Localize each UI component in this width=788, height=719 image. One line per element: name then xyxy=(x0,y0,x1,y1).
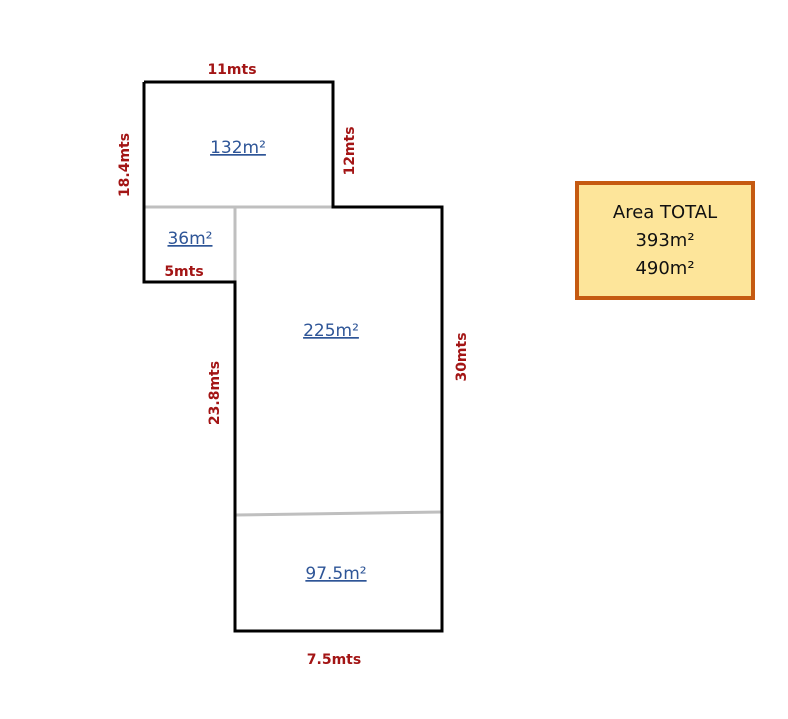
area-total-value-2: 490m² xyxy=(635,257,695,279)
dimension-top-width: 11mts xyxy=(207,62,256,78)
area-main-room: 225m² xyxy=(303,321,359,341)
dimension-right-height: 30mts xyxy=(454,332,470,381)
divider-lower-room xyxy=(234,510,443,517)
plot-outline xyxy=(142,80,444,633)
area-total-title: Area TOTAL xyxy=(612,201,718,223)
dimension-bottom-width: 7.5mts xyxy=(307,652,361,668)
area-total-value-1: 393m² xyxy=(635,229,695,251)
area-total-box: Area TOTAL 393m² 490m² xyxy=(575,181,755,300)
area-upper-room: 132m² xyxy=(210,138,266,158)
area-small-room: 36m² xyxy=(167,229,212,249)
dimension-notch-width: 5mts xyxy=(164,264,203,280)
dimension-lower-left-height: 23.8mts xyxy=(207,361,223,425)
dimension-left-height: 18.4mts xyxy=(117,133,133,197)
dimension-upper-right-height: 12mts xyxy=(342,126,358,175)
area-lower-room: 97.5m² xyxy=(305,564,366,584)
